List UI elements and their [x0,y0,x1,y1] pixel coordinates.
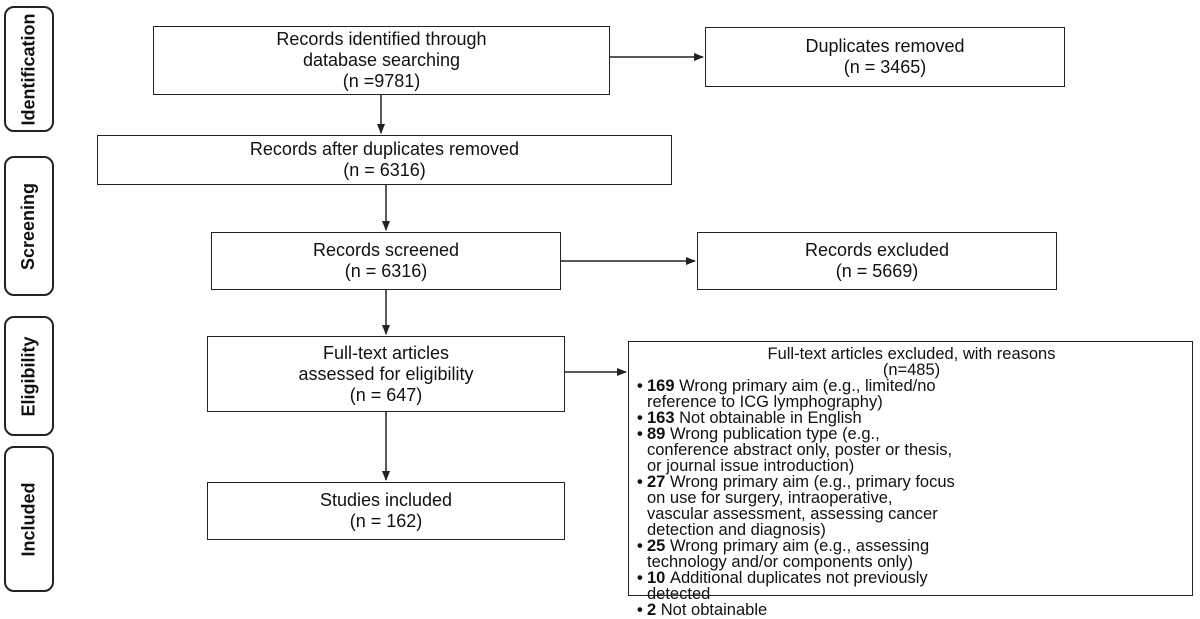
reason-text: Wrong primary aim (e.g., assessing [669,537,930,555]
reason-text: technology and/or components only) [647,553,913,571]
reason-text: reference to ICG lymphography) [647,393,883,411]
reason-count: 89 [647,425,670,443]
flow-arrows [377,53,704,481]
stage-included: Included [4,446,54,592]
exclusion-reason: 10 Additional duplicates not previously … [637,569,1186,603]
reason-count: 25 [647,537,670,555]
box-line: database searching [302,50,461,70]
reason-text: Additional duplicates not previously [669,569,928,587]
box-line: (n = 3465) [843,57,927,77]
records-after-duplicates-box: Records after duplicates removed (n = 63… [97,135,672,185]
box-line: (n = 5669) [835,261,919,281]
records-identified-box: Records identified through database sear… [153,26,610,95]
box-line: Records excluded [804,240,950,260]
box-line: (n =9781) [342,71,421,91]
box-line: Records identified through [276,29,487,49]
box-line: Studies included [319,490,453,510]
exclusion-reason: 163 Not obtainable in English [637,409,1186,427]
records-excluded-box: Records excluded (n = 5669) [697,232,1057,290]
reason-text: Wrong primary aim (e.g., limited/no [679,377,936,395]
box-line: (n = 6316) [343,160,426,180]
exclusions-total: (n=485) [882,361,941,379]
reason-text: detection and diagnosis) [647,521,826,539]
box-line: Records screened [312,240,460,260]
studies-included-box: Studies included (n = 162) [207,482,565,540]
stage-identification: Identification [4,6,54,132]
full-text-assessed-box: Full-text articles assessed for eligibil… [207,336,565,412]
exclusion-reason: 25 Wrong primary aim (e.g., assessing te… [637,537,1186,571]
box-line: assessed for eligibility [298,363,474,384]
box-line: Records after duplicates removed [249,139,520,159]
reason-text: on use for surgery, intraoperative, [647,489,893,507]
reason-text: Wrong publication type (e.g., [669,425,880,443]
exclusions-heading: Full-text articles excluded, with reason… [767,345,1056,363]
reason-text: Not obtainable in English [679,409,862,427]
stage-eligibility: Eligibility [4,316,54,436]
reason-count: 27 [647,473,670,491]
exclusion-reason: 2 Not obtainable [637,601,1186,619]
reason-text: conference abstract only, poster or thes… [647,441,953,459]
box-line: (n = 162) [349,511,423,531]
reason-text: Not obtainable [660,601,768,619]
reason-text: Wrong primary aim (e.g., primary focus [669,473,955,491]
reason-count: 2 [647,601,661,619]
duplicates-removed-box: Duplicates removed (n = 3465) [705,27,1065,87]
reason-count: 169 [647,377,680,395]
reason-text: vascular assessment, assessing cancer [647,505,938,523]
box-line: Duplicates removed [805,36,965,56]
box-line: Full-text articles [322,342,450,363]
reason-count: 10 [647,569,670,587]
exclusion-reason: 169 Wrong primary aim (e.g., limited/no … [637,377,1186,411]
box-line: (n = 647) [349,384,423,405]
box-line: (n = 6316) [344,261,428,281]
exclusion-reason: 27 Wrong primary aim (e.g., primary focu… [637,473,1186,539]
reason-text: detected [647,585,711,603]
exclusion-reason: 89 Wrong publication type (e.g., confere… [637,425,1186,475]
stage-screening: Screening [4,156,54,296]
reason-count: 163 [647,409,680,427]
reason-text: or journal issue introduction) [647,457,855,475]
records-screened-box: Records screened (n = 6316) [211,232,561,290]
